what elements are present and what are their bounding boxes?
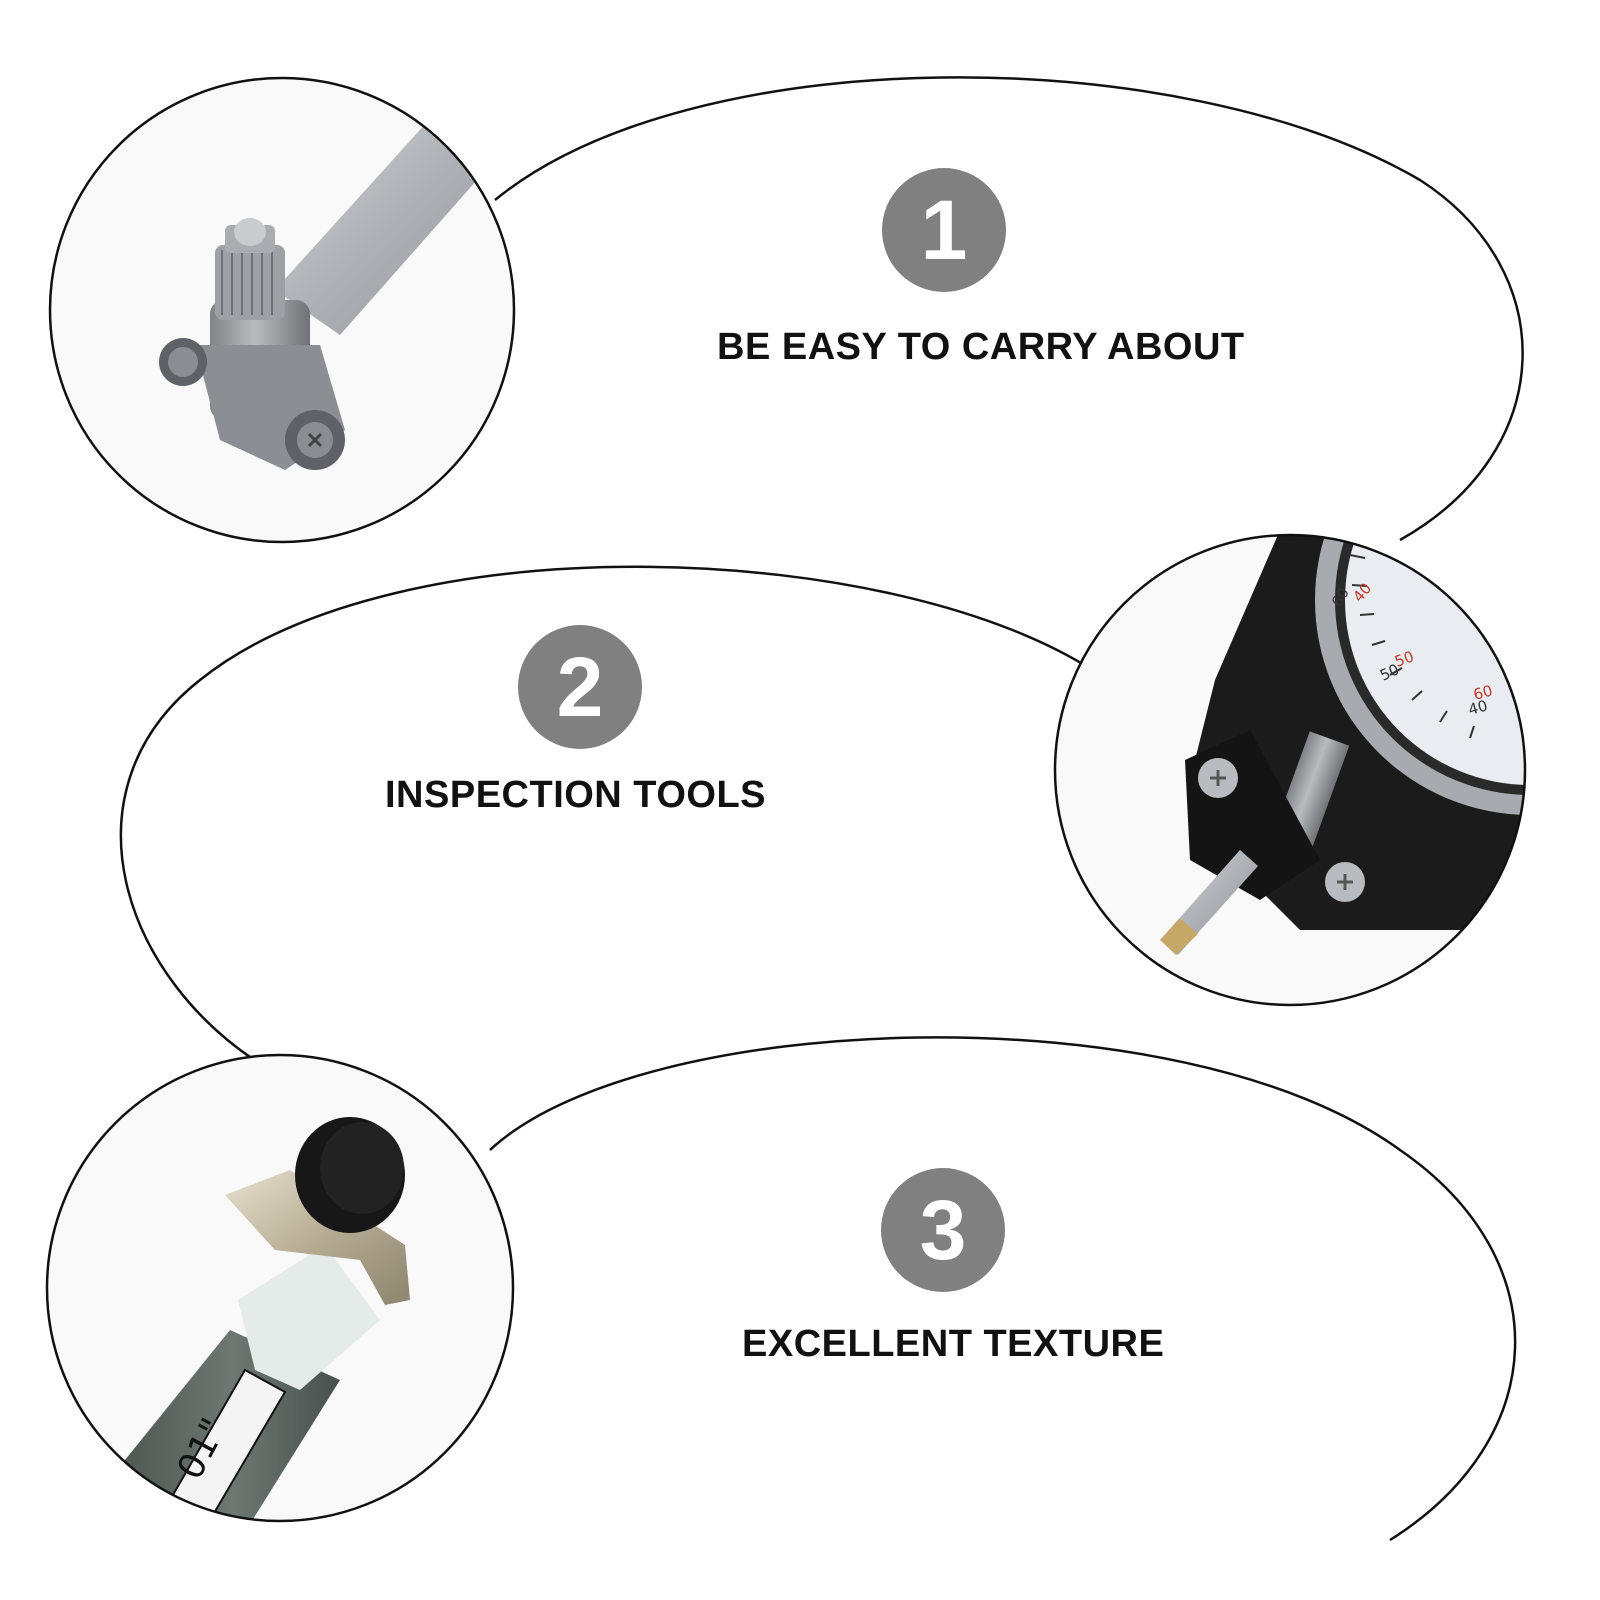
arc-1	[494, 76, 1524, 542]
product-photo-handle-knob: 01"	[45, 1053, 515, 1523]
arc-3	[489, 1036, 1517, 1542]
dial-label-bottom: 40	[1466, 697, 1489, 719]
feature-title-2: INSPECTION TOOLS	[385, 774, 767, 816]
arc-2	[119, 565, 1101, 1072]
number-badge-3: 3	[881, 1168, 1005, 1292]
number-badge-2: 2	[518, 625, 642, 749]
number-badge-1: 1	[882, 168, 1006, 292]
product-photo-measuring-head	[48, 76, 516, 544]
product-photo-dial-indicator: 40 60 50 50 60 40	[1053, 533, 1527, 1007]
dial-label-red-bottom: 60	[1471, 682, 1494, 704]
feature-title-1: BE EASY TO CARRY ABOUT	[717, 326, 1245, 368]
dial-label-red-mid: 50	[1392, 647, 1416, 670]
feature-title-3: EXCELLENT TEXTURE	[742, 1323, 1165, 1365]
